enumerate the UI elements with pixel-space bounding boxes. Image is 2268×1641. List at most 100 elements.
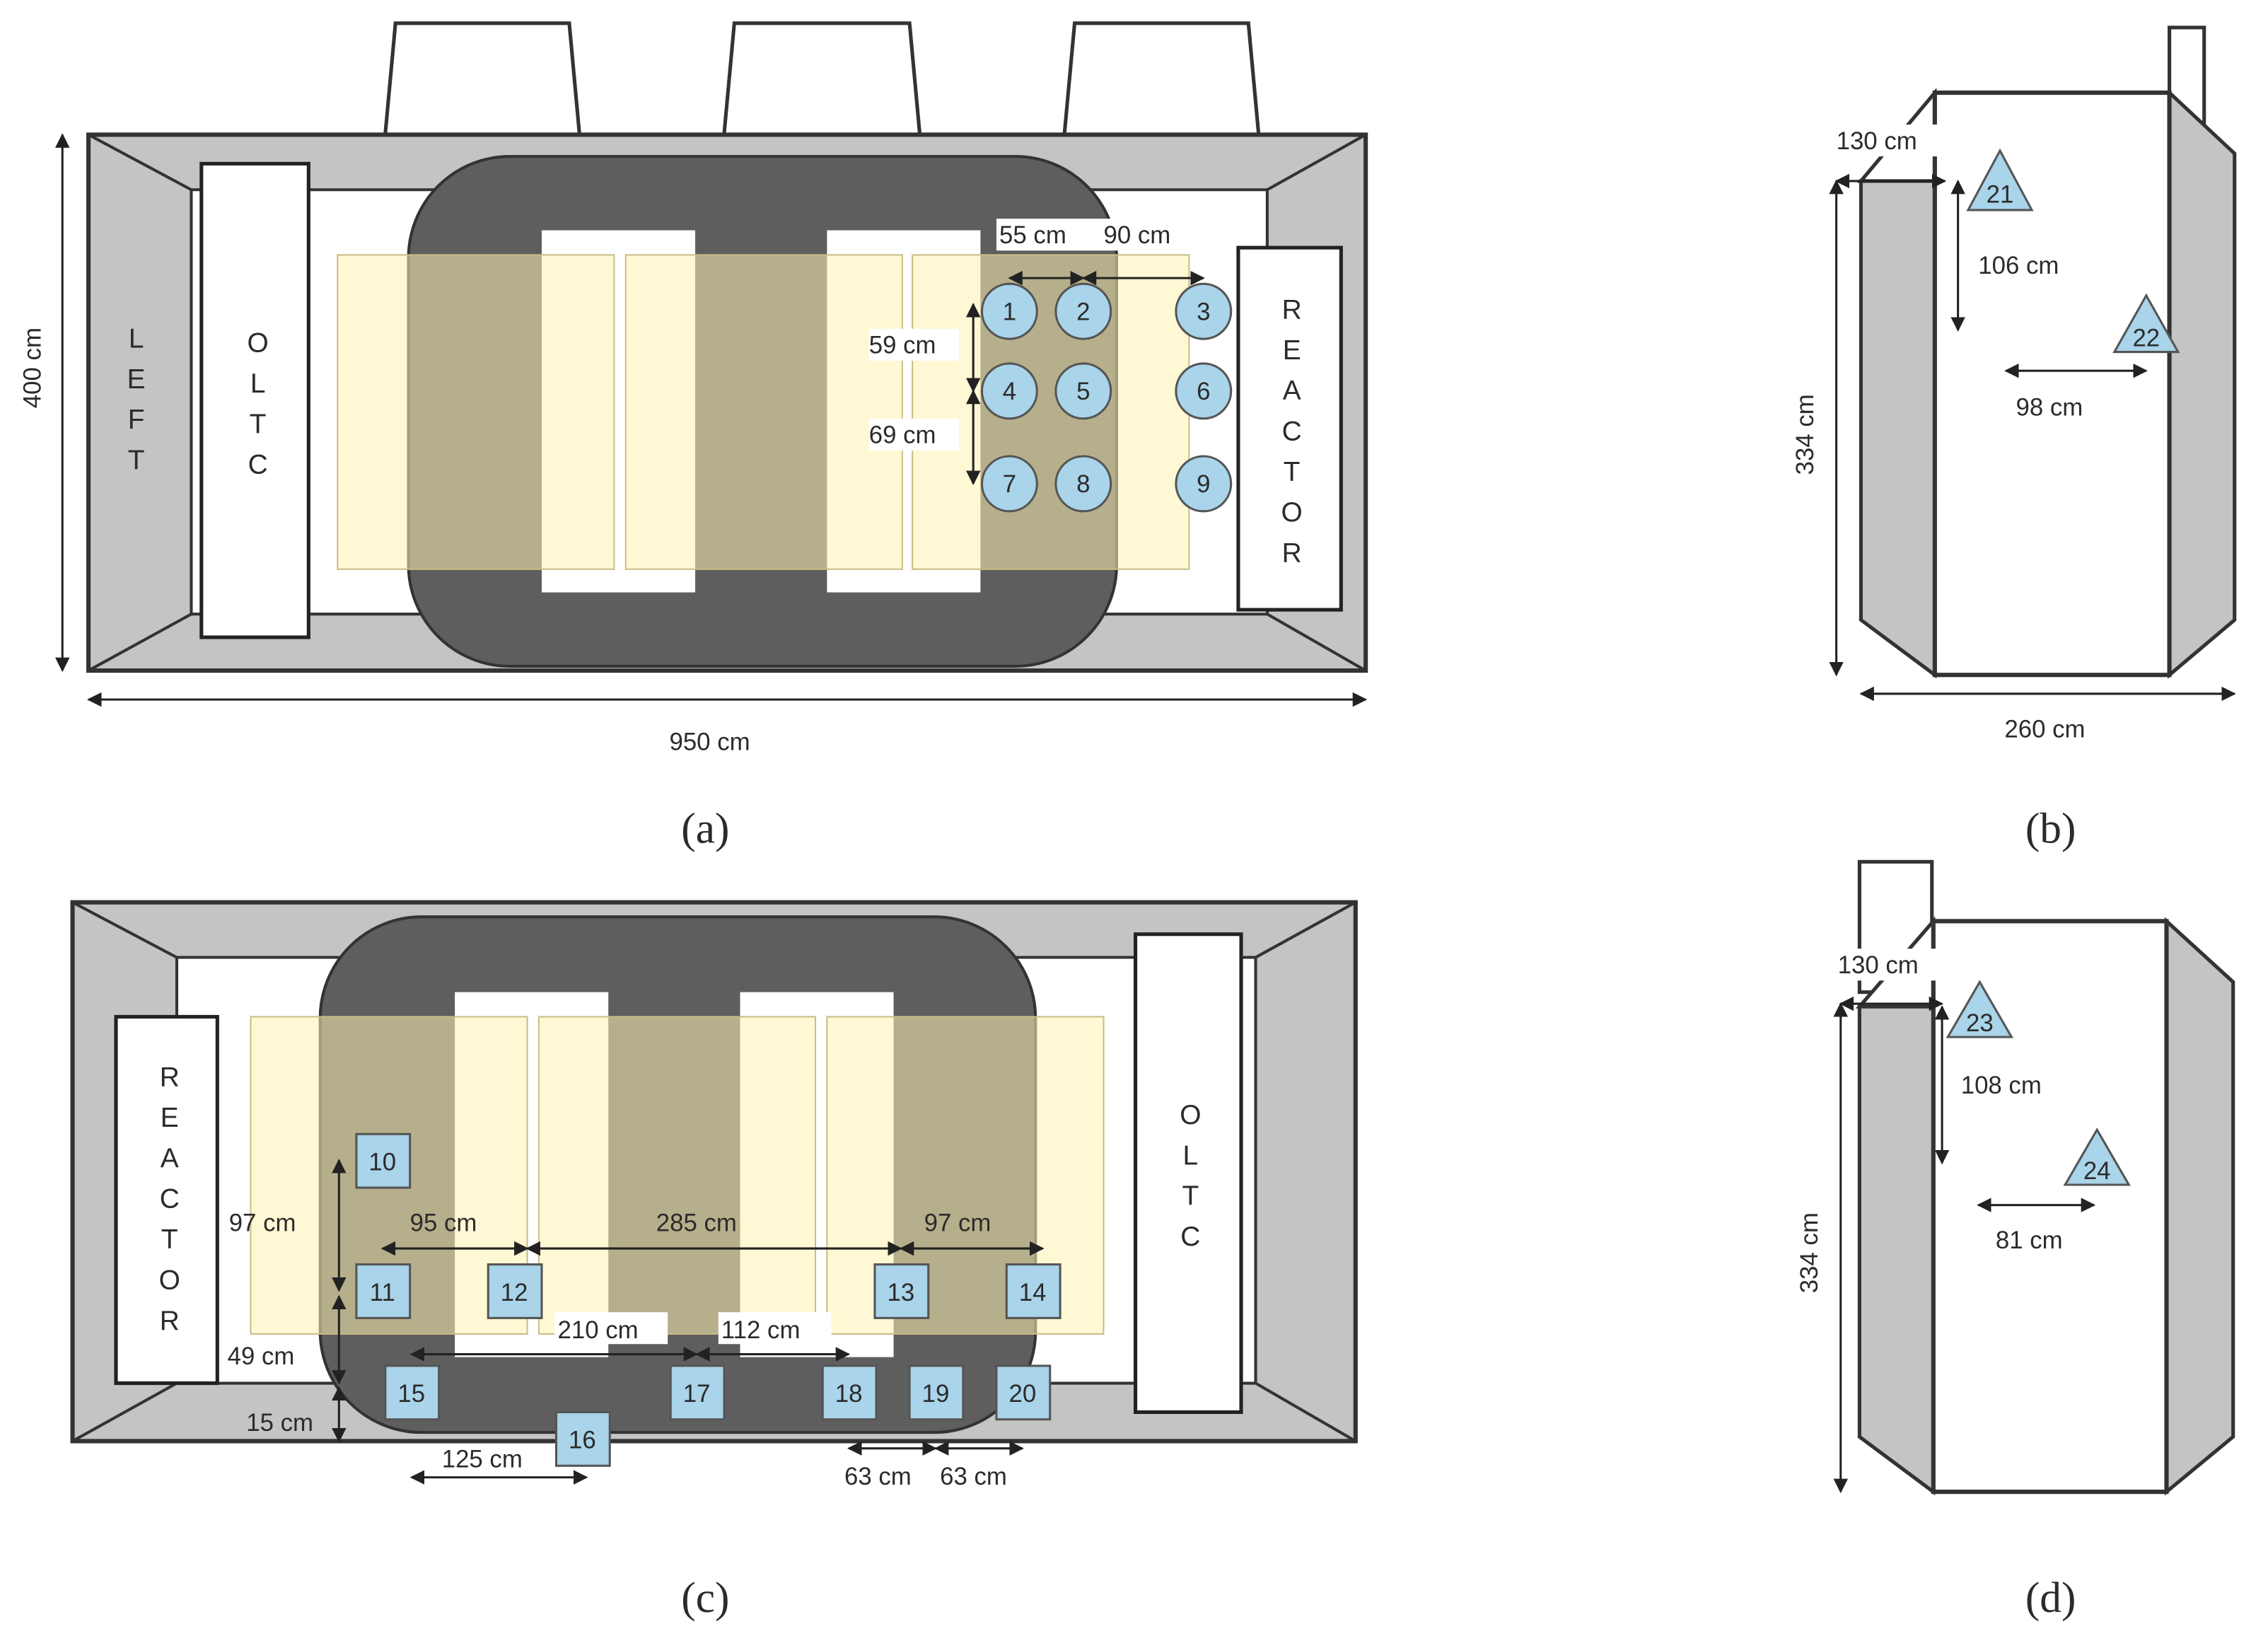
reactor-letter: O — [1281, 497, 1303, 528]
sensor-label: 9 — [1197, 470, 1210, 498]
sensor-label: 19 — [922, 1380, 950, 1408]
reactor-box — [1236, 245, 1343, 612]
sensor-16 — [554, 1410, 611, 1467]
oltc-letter: O — [1180, 1100, 1201, 1130]
sensor-label: 16 — [569, 1427, 596, 1454]
sensor-squares: 10 11 12 13 14 15 16 17 18 19 20 — [355, 1132, 1062, 1467]
panel-c: RE AC TO R OL TC 10 11 12 13 14 — [70, 900, 1358, 1622]
reactor-letter: A — [161, 1143, 179, 1173]
sensor-9 — [1175, 455, 1233, 513]
sensor-label: 20 — [1008, 1380, 1036, 1408]
dim-112: 112 cm — [721, 1316, 801, 1344]
sensor-circles: 1 2 3 4 5 6 7 8 9 — [980, 282, 1233, 513]
dim-285: 285 cm — [656, 1210, 737, 1237]
reactor-label-a: RE AC TO R — [1281, 294, 1303, 568]
sensor-23 — [1946, 980, 2014, 1038]
reactor-letter: R — [1282, 538, 1302, 568]
sensor-12 — [487, 1263, 543, 1319]
oltc-letter: L — [1183, 1140, 1199, 1171]
sensor-13 — [873, 1263, 930, 1319]
left-label: LE FT — [127, 323, 146, 475]
reactor-letter: O — [159, 1265, 180, 1295]
dim-81: 81 cm — [1996, 1227, 2063, 1254]
sensor-label: 18 — [835, 1380, 863, 1408]
winding-3 — [912, 254, 1190, 570]
side-wall-right-b — [2168, 88, 2237, 679]
sensor-label: 13 — [887, 1279, 914, 1306]
dimensions-a — [54, 133, 1368, 707]
panel-b: 21 22 130 cm 106 cm 98 cm 334 cm 260 cm … — [1791, 25, 2237, 853]
left-letter: T — [128, 445, 145, 475]
oltc-letter: O — [248, 328, 269, 359]
oltc-letter: L — [250, 369, 266, 399]
sensor-label: 24 — [2083, 1157, 2111, 1185]
sensor-7 — [980, 455, 1038, 513]
sensor-20 — [995, 1364, 1052, 1421]
dim-69: 69 cm — [869, 422, 936, 449]
bushing-1 — [383, 21, 581, 134]
dim-98: 98 cm — [2016, 394, 2083, 422]
sensor-label: 11 — [370, 1279, 395, 1306]
sensor-18 — [821, 1364, 878, 1421]
reactor-box-c — [114, 1014, 219, 1386]
winding-c3 — [826, 1016, 1105, 1335]
oltc-label-c: OL TC — [1180, 1100, 1201, 1252]
sensor-label: 10 — [368, 1149, 396, 1176]
sensor-label: 8 — [1076, 470, 1090, 498]
reactor-letter: T — [1284, 457, 1301, 487]
dim-97-left: 97 cm — [229, 1210, 296, 1237]
oltc-box — [199, 161, 310, 639]
sensor-21 — [1966, 148, 2034, 211]
sensor-label: 23 — [1966, 1009, 1994, 1037]
sensor-4 — [980, 362, 1038, 420]
sensor-24 — [2063, 1127, 2131, 1186]
sensor-10 — [355, 1132, 412, 1189]
dim-130-d: 130 cm — [1838, 951, 1919, 979]
dim-106: 106 cm — [1978, 252, 2059, 279]
dimensions-b — [1829, 124, 2236, 702]
winding-c2 — [537, 1016, 817, 1335]
dim-260: 260 cm — [2004, 715, 2085, 743]
dim-334-d: 334 cm — [1796, 1212, 1823, 1293]
bushing-2 — [722, 21, 921, 134]
reactor-label-c: RE AC TO R — [159, 1062, 180, 1336]
dim-55: 55 cm — [999, 221, 1066, 249]
side-wall-right-d — [2164, 917, 2235, 1496]
left-letter: E — [127, 364, 146, 395]
sensor-label: 22 — [2132, 324, 2160, 352]
dim-400: 400 cm — [19, 327, 47, 408]
dimensions-d — [1833, 949, 2096, 1494]
left-letter: L — [129, 323, 144, 354]
sensor-label: 17 — [683, 1380, 711, 1408]
sensor-8 — [1054, 455, 1112, 513]
dim-63b: 63 cm — [940, 1463, 1007, 1490]
sensor-label: 4 — [1003, 378, 1016, 405]
sensor-label: 15 — [397, 1380, 425, 1408]
caption-b: (b) — [2025, 805, 2076, 853]
dim-210: 210 cm — [558, 1316, 639, 1344]
dim-130-b: 130 cm — [1837, 127, 1917, 155]
reactor-letter: E — [1283, 335, 1301, 366]
panel-a: LE FT OL TC RE AC TO R 1 2 3 4 — [19, 21, 1368, 853]
dim-97-right: 97 cm — [924, 1210, 991, 1237]
reactor-letter: T — [161, 1224, 178, 1255]
side-wall-left-d — [1857, 1004, 1936, 1496]
sensor-17 — [669, 1364, 726, 1421]
dim-15: 15 cm — [246, 1409, 313, 1437]
sensor-11 — [355, 1263, 412, 1319]
dim-95: 95 cm — [410, 1210, 477, 1237]
sensor-label: 3 — [1197, 298, 1210, 326]
dim-950: 950 cm — [669, 729, 750, 756]
reactor-letter: C — [160, 1184, 180, 1214]
dim-59: 59 cm — [869, 332, 936, 359]
sensor-22 — [2112, 293, 2180, 354]
panel-d: 23 24 130 cm 108 cm 81 cm 334 cm (d) — [1796, 859, 2235, 1622]
sensor-label: 5 — [1076, 378, 1090, 405]
dim-49: 49 cm — [228, 1343, 295, 1370]
reactor-letter: R — [1282, 294, 1302, 325]
tank-side-b — [1932, 90, 2172, 678]
reactor-letter: R — [160, 1062, 180, 1093]
sensor-label: 14 — [1019, 1279, 1047, 1306]
dim-125: 125 cm — [442, 1445, 523, 1473]
oltc-letter: C — [1180, 1222, 1200, 1252]
